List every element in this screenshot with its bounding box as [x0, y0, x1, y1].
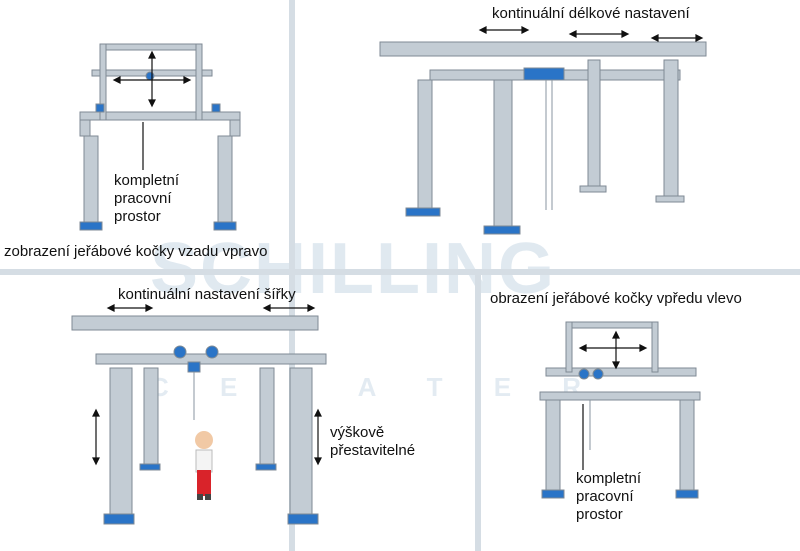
caption-top-right-title: kontinuální délkové nastavení [492, 5, 690, 22]
caption-line: výškově [330, 424, 385, 441]
crane-bottom-left [71, 315, 327, 525]
caption-line: kompletní [576, 470, 642, 487]
arrows-bottom-right [578, 330, 648, 470]
crane-top-left [79, 43, 241, 231]
watermark-subtitle: C E R A T E R [150, 372, 604, 402]
caption-line: pracovní [114, 190, 172, 207]
arrows-top-right [478, 26, 704, 42]
caption-line: přestavitelné [330, 442, 416, 459]
caption-top-left-title: zobrazení jeřábové kočky vzadu vpravo [4, 243, 268, 260]
caption-line: prostor [576, 506, 623, 523]
caption-line: prostor [114, 208, 161, 225]
arrows-bottom-left [92, 304, 322, 466]
caption-line: pracovní [576, 488, 634, 505]
caption-bottom-right-title: obrazení jeřábové kočky vpředu vlevo [490, 290, 742, 307]
caption-bottom-right-workspace: kompletní pracovní prostor [576, 470, 641, 524]
caption-line: kompletní [114, 172, 180, 189]
crane-bottom-right [539, 321, 701, 499]
caption-bottom-left-height: výškově přestavitelné [330, 424, 415, 460]
crane-top-right [379, 41, 707, 235]
caption-bottom-left-title: kontinuální nastavení šířky [118, 286, 296, 303]
caption-top-left-workspace: kompletní pracovní prostor [114, 172, 179, 226]
child-figure [195, 431, 213, 500]
arrows-top-left [112, 50, 192, 170]
